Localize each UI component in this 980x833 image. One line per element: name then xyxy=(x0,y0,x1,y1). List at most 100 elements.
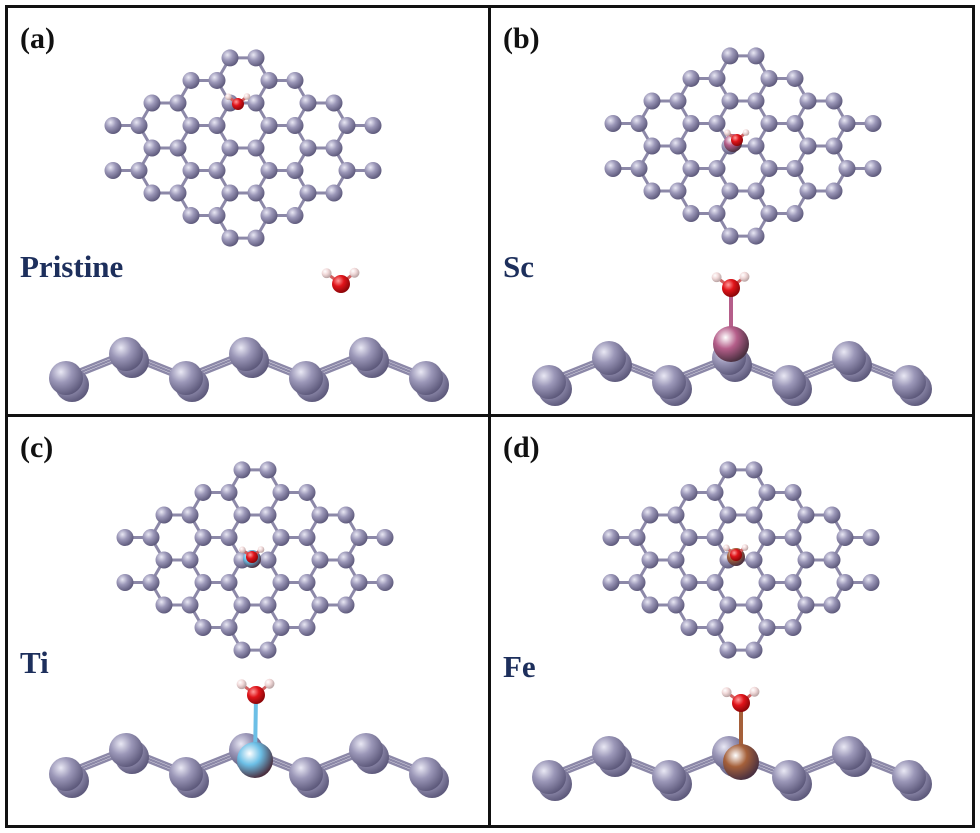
carbon-atom xyxy=(289,361,323,395)
panel-a: (a) Pristine xyxy=(5,5,491,417)
panel-label: (b) xyxy=(503,22,540,55)
top-view-flake xyxy=(602,461,880,659)
carbon-atom xyxy=(376,574,394,592)
carbon-atom xyxy=(745,596,763,614)
carbon-atom xyxy=(630,114,648,132)
carbon-atom xyxy=(592,736,626,770)
carbon-atom xyxy=(220,528,238,546)
carbon-atom xyxy=(169,94,187,112)
carbon-atom xyxy=(220,483,238,501)
carbon-atom xyxy=(233,596,251,614)
material-label: Pristine xyxy=(20,249,124,284)
molecule-scene xyxy=(532,47,932,406)
carbon-atom xyxy=(109,337,143,371)
carbon-atom xyxy=(311,551,329,569)
carbon-atom xyxy=(286,207,304,225)
carbon-atom xyxy=(194,619,212,637)
carbon-atom xyxy=(194,483,212,501)
carbon-atom xyxy=(259,461,277,479)
carbon-atom xyxy=(130,162,148,180)
carbon-atom xyxy=(652,760,686,794)
carbon-atom xyxy=(641,506,659,524)
carbon-atom xyxy=(682,69,700,87)
carbon-atom xyxy=(286,116,304,134)
carbon-atom xyxy=(758,483,776,501)
carbon-atom xyxy=(706,483,724,501)
carbon-atom xyxy=(104,162,122,180)
panel-c: (c) Ti xyxy=(5,414,491,828)
carbon-atom xyxy=(604,160,622,178)
carbon-atom xyxy=(116,528,134,546)
side-view-layer xyxy=(532,703,932,801)
carbon-atom xyxy=(719,641,737,659)
hydrogen-atom xyxy=(742,129,750,136)
molecule-scene xyxy=(49,461,449,798)
adsorbates xyxy=(239,546,265,568)
carbon-atom xyxy=(299,184,317,202)
hydrogen-atom xyxy=(749,686,760,697)
carbon-atom xyxy=(143,139,161,157)
carbon-atom xyxy=(260,71,278,89)
carbon-atom xyxy=(142,574,160,592)
carbon-atom xyxy=(669,92,687,110)
hydrogen-atom xyxy=(741,544,749,551)
carbon-atom xyxy=(208,162,226,180)
panel-b: (b) Sc xyxy=(488,5,975,417)
adsorbates xyxy=(225,93,251,110)
oxygen-atom xyxy=(730,549,742,561)
carbon-atom xyxy=(708,69,726,87)
oxygen-atom xyxy=(232,98,244,110)
top-view-flake xyxy=(104,49,382,247)
carbon-atom xyxy=(208,116,226,134)
carbon-atom xyxy=(338,116,356,134)
carbon-atom xyxy=(260,207,278,225)
carbon-atom xyxy=(669,137,687,155)
carbon-atom xyxy=(181,596,199,614)
carbon-atom xyxy=(286,71,304,89)
oxygen-atom xyxy=(332,275,350,293)
carbon-atom xyxy=(155,551,173,569)
carbon-atom xyxy=(747,227,765,245)
carbon-atom xyxy=(680,619,698,637)
carbon-atom xyxy=(376,528,394,546)
carbon-atom xyxy=(325,94,343,112)
carbon-atom xyxy=(259,506,277,524)
carbon-atom xyxy=(364,162,382,180)
carbon-atom xyxy=(194,528,212,546)
carbon-atom xyxy=(745,641,763,659)
panel-label: (d) xyxy=(503,431,540,464)
carbon-atom xyxy=(260,116,278,134)
carbon-atom xyxy=(641,596,659,614)
carbon-atom xyxy=(286,162,304,180)
carbon-atom xyxy=(667,596,685,614)
carbon-atom xyxy=(892,760,926,794)
carbon-atom xyxy=(364,116,382,134)
material-label: Ti xyxy=(20,645,49,680)
carbon-atom xyxy=(719,461,737,479)
carbon-atom xyxy=(259,551,277,569)
carbon-atom xyxy=(628,574,646,592)
side-water xyxy=(711,271,750,297)
carbon-atom xyxy=(299,94,317,112)
carbon-atom xyxy=(260,162,278,180)
carbon-atom xyxy=(823,551,841,569)
carbon-atom xyxy=(745,506,763,524)
hydrogen-atom xyxy=(711,272,722,283)
carbon-atom xyxy=(169,184,187,202)
side-water xyxy=(321,267,360,293)
side-view-layer xyxy=(49,694,449,798)
hydrogen-atom xyxy=(321,268,332,279)
carbon-atom xyxy=(338,162,356,180)
titanium-atom xyxy=(237,742,273,778)
scandium-atom xyxy=(713,326,749,362)
carbon-atom xyxy=(682,205,700,223)
carbon-atom xyxy=(130,116,148,134)
panel-label: (a) xyxy=(20,22,55,55)
carbon-atom xyxy=(194,574,212,592)
carbon-atom xyxy=(247,139,265,157)
hydrogen-atom xyxy=(239,546,246,554)
hydrogen-atom xyxy=(349,267,360,278)
hydrogen-atom xyxy=(264,678,275,689)
carbon-atom xyxy=(838,114,856,132)
carbon-atom xyxy=(532,365,566,399)
